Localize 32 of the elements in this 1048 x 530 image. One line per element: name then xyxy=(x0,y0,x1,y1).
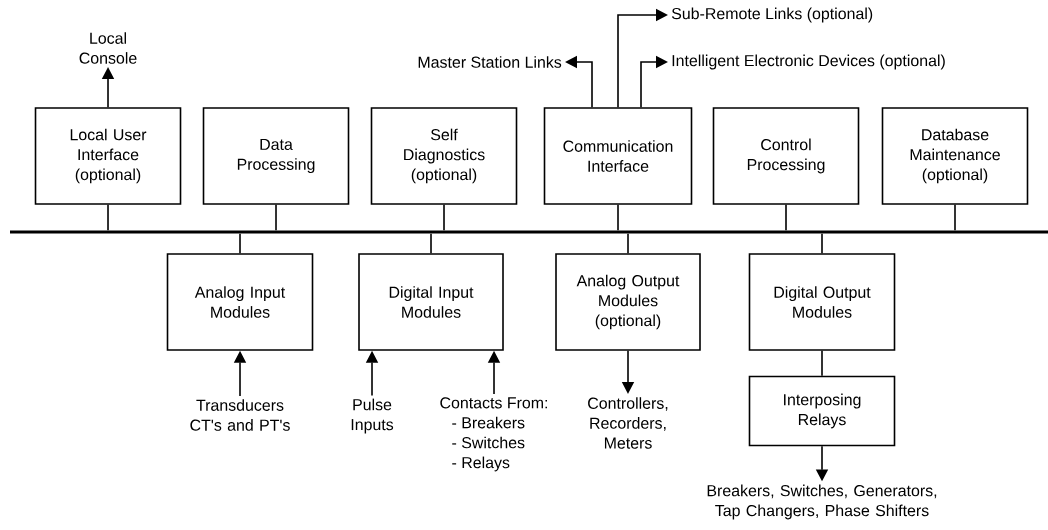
endpoint-label: Transducers CT's and PT's xyxy=(190,399,290,431)
module-box: Control Processing xyxy=(712,107,860,205)
endpoint-label: Sub-Remote Links (optional) xyxy=(671,7,873,23)
module-box: Digital Output Modules xyxy=(748,253,896,351)
module-box: Interposing Relays xyxy=(748,375,896,447)
connector-line xyxy=(430,232,432,254)
bus-line xyxy=(10,230,1048,234)
module-box: Communication Interface xyxy=(543,107,693,205)
connector-line xyxy=(627,232,629,254)
module-box: Database Maintenance (optional) xyxy=(881,107,1029,205)
connector-line xyxy=(107,204,109,232)
module-box: Analog Output Modules (optional) xyxy=(555,253,701,351)
endpoint-label: Pulse Inputs xyxy=(351,398,394,434)
module-box: Data Processing xyxy=(202,107,350,205)
endpoint-label: Master Station Links xyxy=(418,56,562,68)
module-box: Digital Input Modules xyxy=(358,253,504,351)
module-box: Local User Interface (optional) xyxy=(34,107,182,205)
connector-line xyxy=(821,232,823,254)
module-box: Self Diagnostics (optional) xyxy=(370,107,518,205)
connector-line xyxy=(954,204,956,232)
connector-line xyxy=(443,204,445,232)
connector-line xyxy=(617,204,619,232)
connector-line xyxy=(239,232,241,254)
module-box: Analog Input Modules xyxy=(166,253,314,351)
connector-line xyxy=(785,204,787,232)
endpoint-label: Controllers, Recorders, Meters xyxy=(588,397,668,449)
endpoint-label: Breakers, Switches, Generators, Tap Changers, Phase Shifters xyxy=(707,484,937,520)
endpoint-label: Contacts From: - Breakers - Switches - Relays xyxy=(440,397,547,472)
connector-line xyxy=(275,204,277,232)
connector-line xyxy=(821,350,823,377)
endpoint-label: Local Console xyxy=(79,32,137,64)
endpoint-label: Intelligent Electronic Devices (optional) xyxy=(672,54,945,70)
